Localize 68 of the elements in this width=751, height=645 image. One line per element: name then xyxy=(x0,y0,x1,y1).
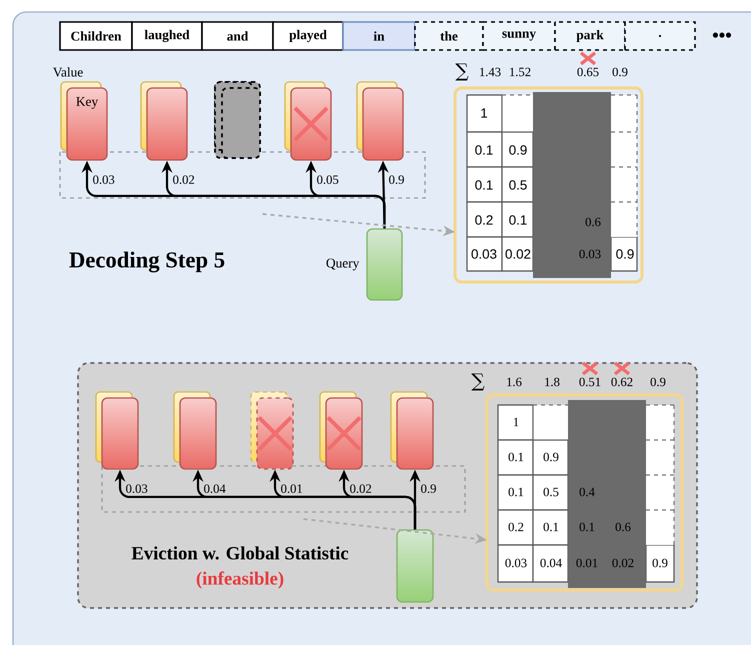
token-box: and xyxy=(201,21,274,51)
matrix-cell: 0.03 xyxy=(472,249,496,259)
edge-label: 0.03 xyxy=(91,174,116,186)
matrix-cell: 0.04 xyxy=(540,558,562,568)
edge-label: 0.02 xyxy=(171,174,196,186)
panel-title: (infeasible) xyxy=(196,571,284,589)
edge-label: 0.01 xyxy=(279,483,304,494)
matrix-cell: 0.02 xyxy=(612,558,634,568)
edge-label: 0.9 xyxy=(387,174,406,186)
attention-matrix xyxy=(486,394,684,592)
key-card xyxy=(101,397,139,470)
key-card xyxy=(66,87,108,161)
matrix-cell: 0.2 xyxy=(508,522,524,532)
matrix-cell: 0.9 xyxy=(544,452,558,462)
matrix-cell: 0.1 xyxy=(509,215,527,225)
token-box: park xyxy=(554,21,626,51)
matrix-cell: 0.6 xyxy=(586,218,601,226)
column-sum: 1.43 xyxy=(480,68,501,76)
matrix-cell: 0.9 xyxy=(616,249,634,259)
matrix-cell: 0.1 xyxy=(475,180,493,190)
evicted-card xyxy=(214,81,261,159)
panel-title: Eviction w. Global Statistic xyxy=(132,546,348,560)
token-box: played xyxy=(272,21,344,51)
panel-title: Decoding Step 5 xyxy=(69,252,224,272)
matrix-cell: 0.1 xyxy=(544,522,558,532)
matrix-cell: 0.4 xyxy=(580,488,595,496)
key-card xyxy=(146,87,188,161)
card-label: Query xyxy=(326,258,360,270)
token-box: . xyxy=(624,21,696,51)
edge-label: 0.04 xyxy=(202,483,228,494)
edge-label: 0.9 xyxy=(419,483,438,494)
matrix-cell: 0.02 xyxy=(506,249,530,259)
token-box: sunny xyxy=(482,21,556,51)
edge-label: 0.05 xyxy=(315,174,340,186)
token-box: in xyxy=(342,21,416,51)
card-label: Value xyxy=(52,67,83,77)
matrix-cell: 0.03 xyxy=(505,558,527,568)
matrix-cell: 1 xyxy=(514,418,518,426)
matrix-cell: 0.9 xyxy=(652,558,668,568)
ellipsis: ••• xyxy=(712,32,732,38)
matrix-cell: 0.1 xyxy=(580,522,594,532)
token-box: the xyxy=(414,21,484,51)
column-sum: 1.52 xyxy=(510,68,530,76)
card-label: Key xyxy=(76,97,98,109)
matrix-cell: 0.5 xyxy=(509,180,527,190)
matrix-cell: 0.9 xyxy=(509,145,527,155)
attention-matrix xyxy=(454,86,644,284)
sum-symbol: ∑ xyxy=(455,64,468,80)
sum-symbol: ∑ xyxy=(471,374,484,390)
column-sum: 0.65 xyxy=(577,68,599,76)
edge-label: 0.02 xyxy=(348,483,374,494)
matrix-cell: 0.03 xyxy=(579,250,601,258)
key-card xyxy=(362,87,404,161)
edge-label: 0.03 xyxy=(124,483,150,494)
token-box: Children xyxy=(59,21,133,51)
matrix-cell: 1 xyxy=(481,108,488,118)
query-card xyxy=(396,529,434,603)
key-card xyxy=(179,397,217,470)
key-card xyxy=(396,397,434,470)
token-box: laughed xyxy=(131,21,203,51)
matrix-cell: 0.1 xyxy=(508,488,524,496)
matrix-cell: 0.1 xyxy=(475,145,493,155)
matrix-cell: 0.1 xyxy=(508,452,524,462)
matrix-cell: 0.2 xyxy=(475,215,493,225)
matrix-cell: 0.6 xyxy=(616,522,631,532)
column-sum: 0.9 xyxy=(612,68,628,76)
matrix-cell: 0.5 xyxy=(544,488,558,496)
matrix-cell: 0.01 xyxy=(576,558,598,568)
